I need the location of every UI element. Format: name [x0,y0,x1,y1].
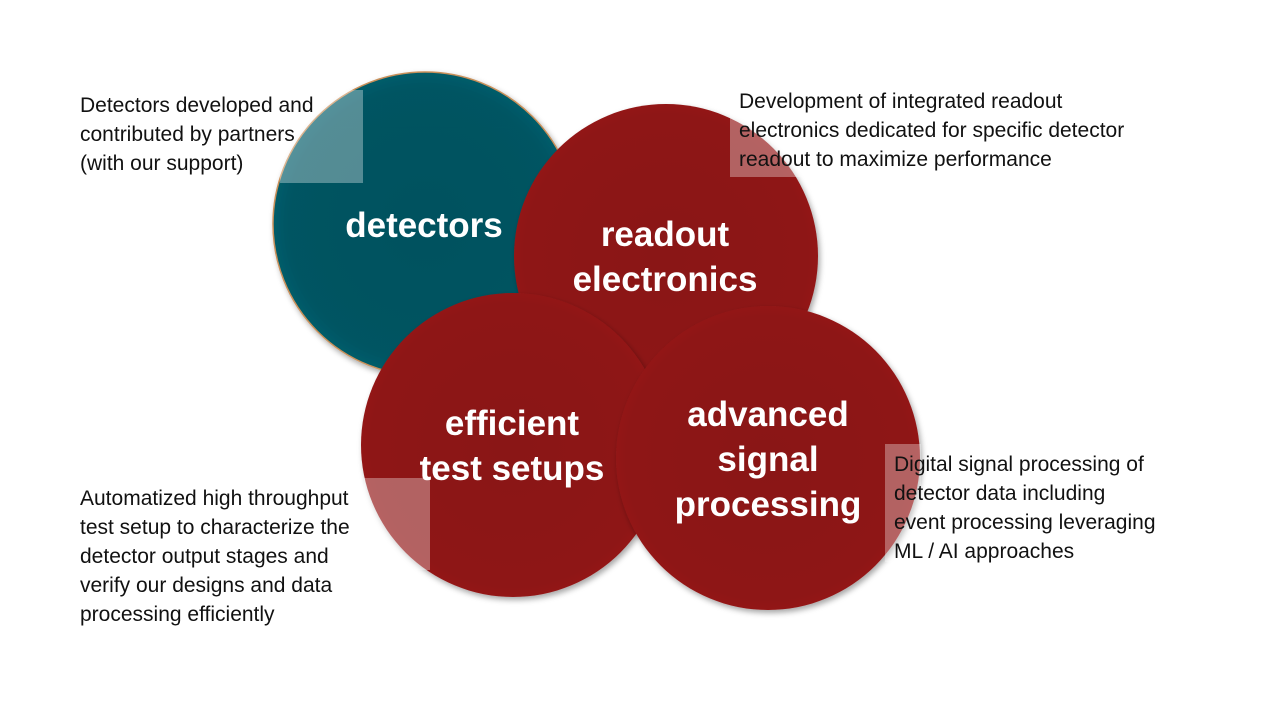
test-description: Automatized high throughput test setup t… [80,487,350,626]
detectors-description: Detectors developed and contributed by p… [80,94,314,175]
test-label: efficient test setups [419,404,605,488]
readout-description: Development of integrated readout electr… [739,90,1125,171]
test-highlight-square [364,478,430,570]
readout-label: readout electronics [572,215,758,299]
detectors-highlight-square [280,90,363,183]
signal-circle [616,306,920,610]
signal-highlight-square [885,444,921,562]
test-circle [361,293,665,597]
signal-description: Digital signal processing of detector da… [894,453,1156,563]
detectors-label: detectors [345,206,503,245]
readout-highlight-square [730,96,810,177]
signal-label: advanced signal processing [674,395,862,524]
